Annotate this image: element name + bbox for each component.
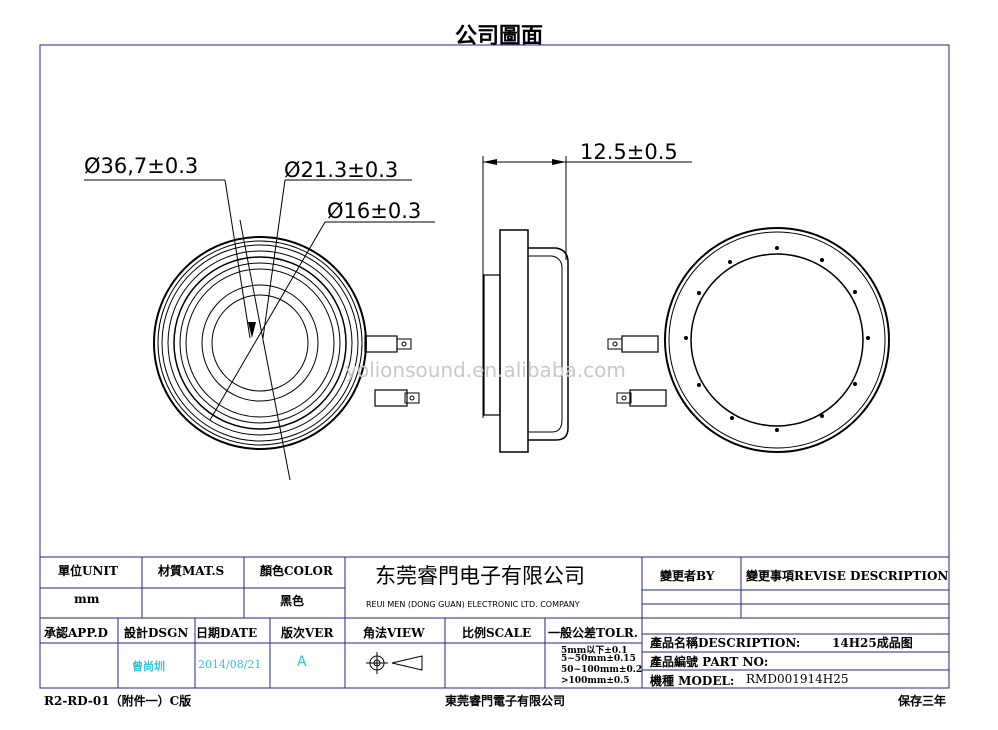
footer-form-code: R2-RD-01（附件一）C版 [44,694,192,708]
view-label: 角法VIEW [363,626,425,640]
inner-diameter-label: Ø16±0.3 [327,199,422,223]
model-label: 機種 MODEL: [650,674,735,688]
revise-label: 變更事項REVISE DESCRIPTION [746,569,949,583]
tolerance-2: 5~50mm±0.15 [561,654,636,664]
height-label: 12.5±0.5 [580,140,678,164]
mid-diameter-label: Ø21.3±0.3 [284,158,399,182]
front-view [84,179,435,481]
date-label: 日期DATE [196,626,258,640]
outer-diameter-label: Ø36,7±0.3 [84,154,199,178]
color-value: 黑色 [280,594,305,608]
unit-label: 單位UNIT [58,564,118,578]
tolerance-4: >100mm±0.5 [561,676,630,686]
scale-label: 比例SCALE [462,626,532,640]
part-number-label: 產品編號 PART NO: [650,655,769,669]
unit-value: mm [74,592,100,606]
drawing-frame [39,44,950,689]
drawing-date: 2014/08/21 [198,658,262,671]
changer-label: 變更者BY [660,569,715,583]
footer-retention: 保存三年 [898,694,947,708]
company-name-cn: 东莞睿門电子有限公司 [375,564,585,588]
material-label: 材質MAT.S [158,564,225,578]
design-label: 設計DSGN [124,626,189,640]
rear-view [607,227,890,453]
version-label: 版次VER [281,626,334,640]
tolerance-1: 5mm以下±0.1 [561,646,628,656]
company-name-en: REUI MEN (DONG GUAN) ELECTRONIC LTD. COM… [366,600,580,609]
side-view [482,156,692,453]
model-value: RMD001914H25 [746,672,849,686]
title-block-grid [40,556,949,688]
designer-name: 曾尚圳 [132,660,165,673]
approve-label: 承認APP.D [44,626,108,640]
version-value: A [297,654,307,670]
description-value: 14H25成品图 [832,636,913,650]
color-label: 顏色COLOR [260,564,333,578]
tolerance-label: 一般公差TOLR. [548,626,638,640]
footer-company: 東莞睿門電子有限公司 [445,694,566,708]
description-label: 產品名稱DESCRIPTION: [650,636,801,650]
tolerance-3: 50~100mm±0.2 [561,665,643,675]
projection-symbol [366,652,423,674]
watermark: yolionsound.en.alibaba.com [345,358,626,382]
